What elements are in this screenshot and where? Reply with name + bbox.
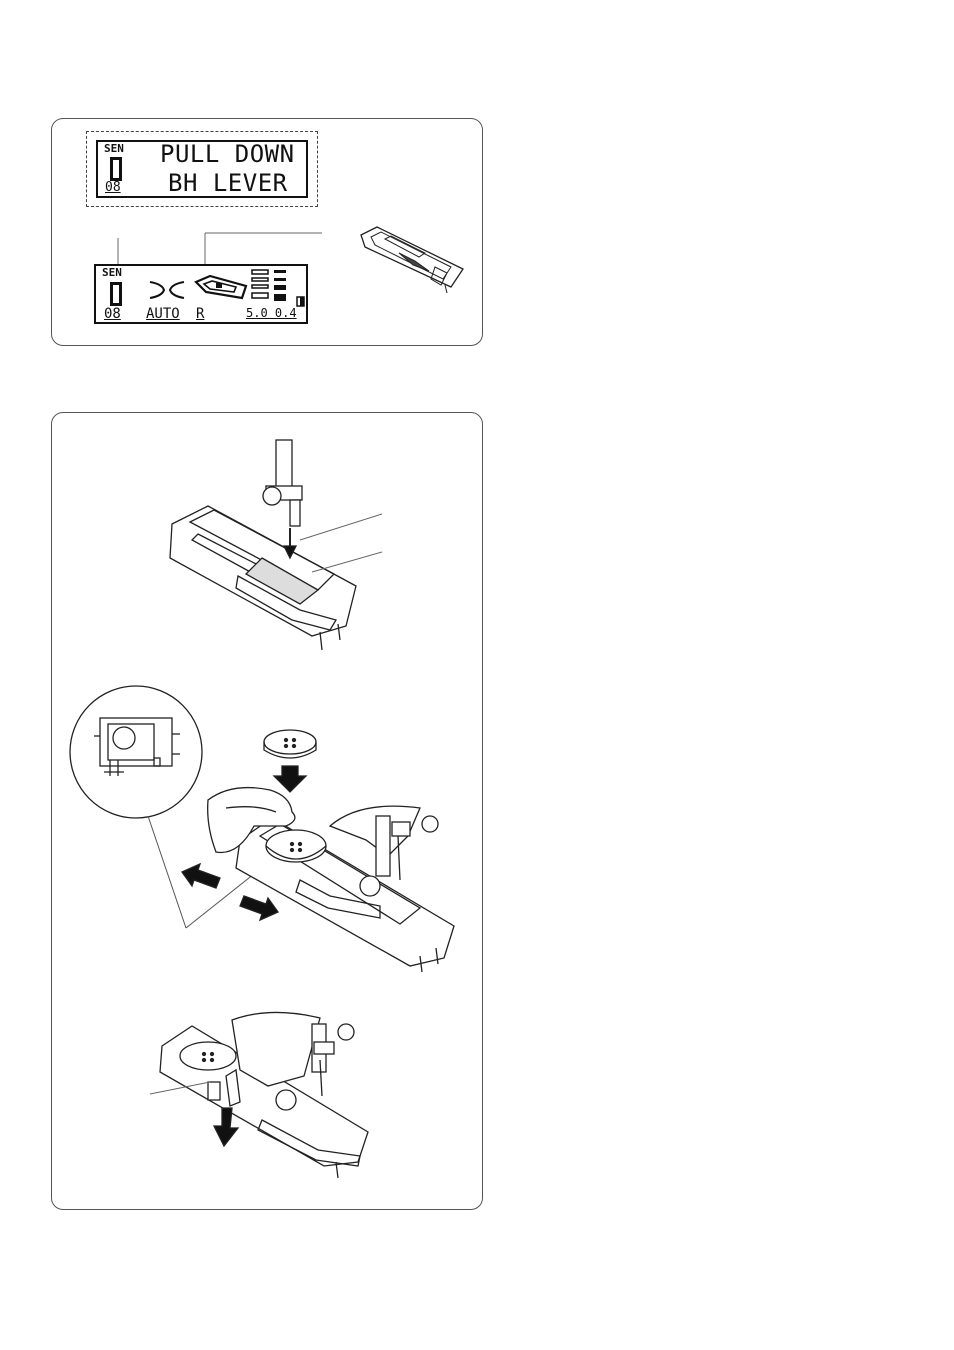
- foot-attach-drawing: [170, 440, 382, 650]
- button-holder-drawing: [70, 686, 454, 972]
- pull-lever-drawing: [150, 1012, 368, 1178]
